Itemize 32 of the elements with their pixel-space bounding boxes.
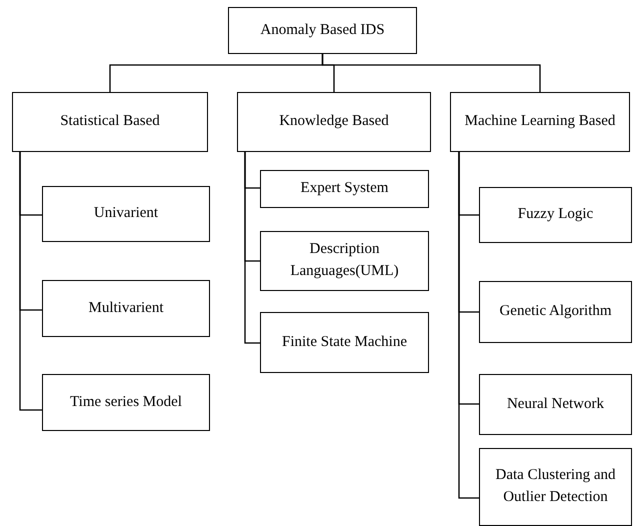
category-box xyxy=(479,187,632,243)
box-label: Univarient xyxy=(94,204,158,224)
box-label: Multivarient xyxy=(88,298,164,318)
box-label: Anomaly Based IDS xyxy=(260,20,385,40)
connector-line xyxy=(19,152,42,411)
connector-line xyxy=(458,152,479,499)
root-box xyxy=(228,7,417,54)
category-box xyxy=(42,186,210,242)
connector-line xyxy=(322,54,541,92)
box-label: Description Languages(UML) xyxy=(289,240,400,281)
box-label: Expert System xyxy=(300,179,388,198)
category-box xyxy=(479,374,632,435)
box-label: Genetic Algorithm xyxy=(499,302,612,322)
category-box xyxy=(12,92,208,152)
category-box xyxy=(42,280,210,337)
category-box xyxy=(479,281,632,343)
box-label: Machine Learning Based xyxy=(464,112,616,132)
connector-line xyxy=(244,152,260,344)
category-box xyxy=(450,92,630,152)
box-label: Neural Network xyxy=(506,394,604,414)
category-box xyxy=(260,312,429,373)
box-label: Time series Model xyxy=(70,392,182,412)
box-label: Data Clustering and Outlier Detection xyxy=(494,466,616,507)
category-box xyxy=(479,448,632,526)
category-box xyxy=(237,92,431,152)
category-box xyxy=(260,170,429,208)
box-label: Statistical Based xyxy=(60,112,160,132)
box-label: Fuzzy Logic xyxy=(518,205,594,224)
box-label: Finite State Machine xyxy=(282,332,407,352)
category-box xyxy=(260,231,429,291)
box-label: Knowledge Based xyxy=(279,112,389,132)
category-box xyxy=(42,374,210,431)
